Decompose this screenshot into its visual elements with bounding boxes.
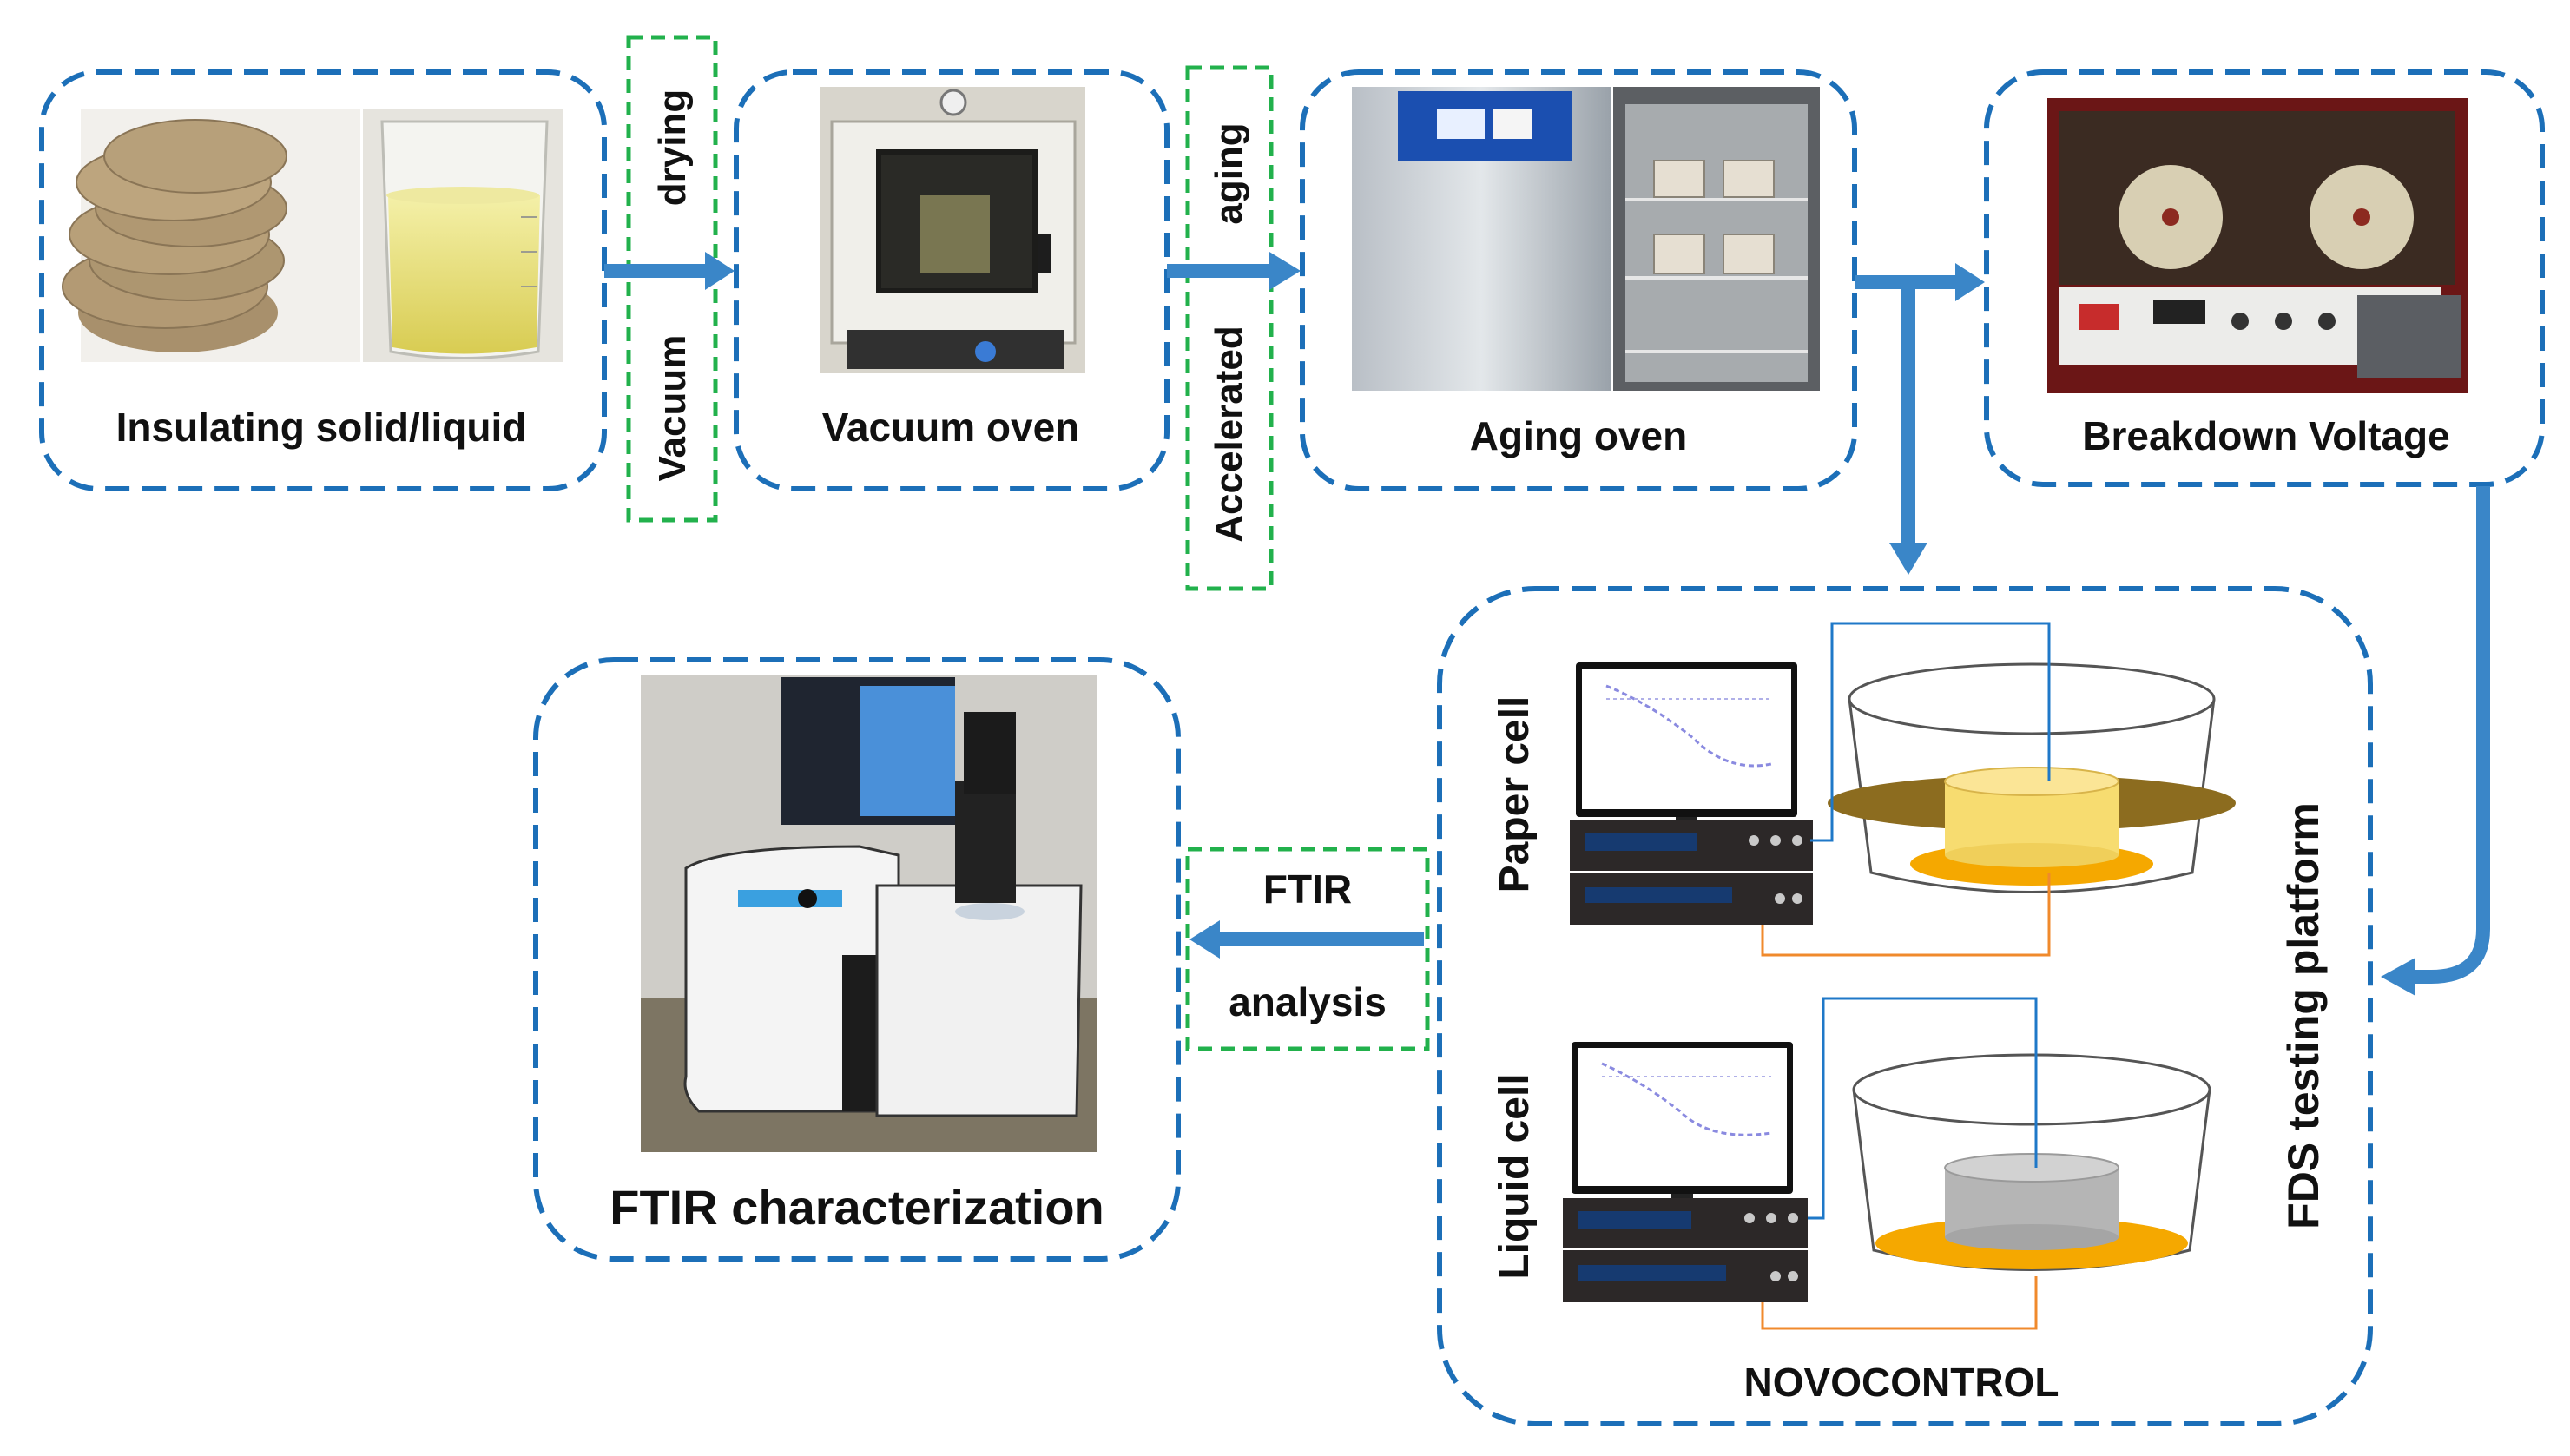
breakdown-tester-photo: [2047, 98, 2468, 393]
ftir-label: FTIR: [1263, 866, 1352, 912]
vacuum-oven-stage-label: Vacuum oven: [822, 405, 1080, 450]
accelerated-aging-box: [1185, 65, 1274, 591]
liquid-cell-label: Liquid cell: [1492, 1073, 1538, 1279]
drying-label: drying: [651, 89, 694, 206]
aging-oven-stage-label: Aging oven: [1470, 413, 1687, 458]
fds-platform-box: [1437, 586, 2373, 1426]
vacuum-oven-photo: [820, 87, 1085, 373]
flow-arrows: [604, 252, 2490, 996]
insulating-stage-label: Insulating solid/liquid: [116, 405, 527, 450]
analyzer-instrument-icon: [1570, 820, 1813, 925]
oil-beaker-icon: [380, 120, 549, 359]
insulating-stage-box: [39, 69, 607, 491]
accelerated-label: Accelerated: [1208, 326, 1250, 542]
liquid-cell-setup: [1563, 997, 2211, 1330]
aging-label: aging: [1208, 122, 1250, 224]
monitor-icon: [1576, 662, 1797, 831]
ftir-spectrometer-photo: [641, 675, 1097, 1152]
fds-platform-label: FDS testing platform: [2279, 802, 2328, 1229]
paper-discs-icon: [62, 119, 287, 352]
novocontrol-label: NOVOCONTROL: [1744, 1360, 2059, 1405]
breakdown-stage-box: [1984, 69, 2545, 487]
paper-cell-label: Paper cell: [1492, 696, 1538, 893]
liquid-test-cell-icon: [1852, 1053, 2211, 1271]
ftir-stage-label: FTIR characterization: [610, 1180, 1104, 1235]
aging-oven-photo: [1352, 87, 1820, 391]
paper-test-cell-icon: [1828, 662, 2236, 893]
vacuum-label: Vacuum: [651, 335, 694, 482]
ftir-analysis-box: [1185, 847, 1430, 1051]
vacuum-oven-stage-box: [734, 69, 1170, 491]
analyzer-instrument-icon: [1563, 1198, 1808, 1302]
analysis-label: analysis: [1229, 979, 1387, 1024]
monitor-icon: [1572, 1042, 1793, 1208]
paper-cell-setup: [1570, 622, 2236, 957]
breakdown-stage-label: Breakdown Voltage: [2082, 413, 2449, 458]
ftir-stage-box: [533, 657, 1181, 1262]
insulating-materials-photo: [62, 109, 563, 362]
ftir-instrument-icon: [683, 712, 1083, 1117]
